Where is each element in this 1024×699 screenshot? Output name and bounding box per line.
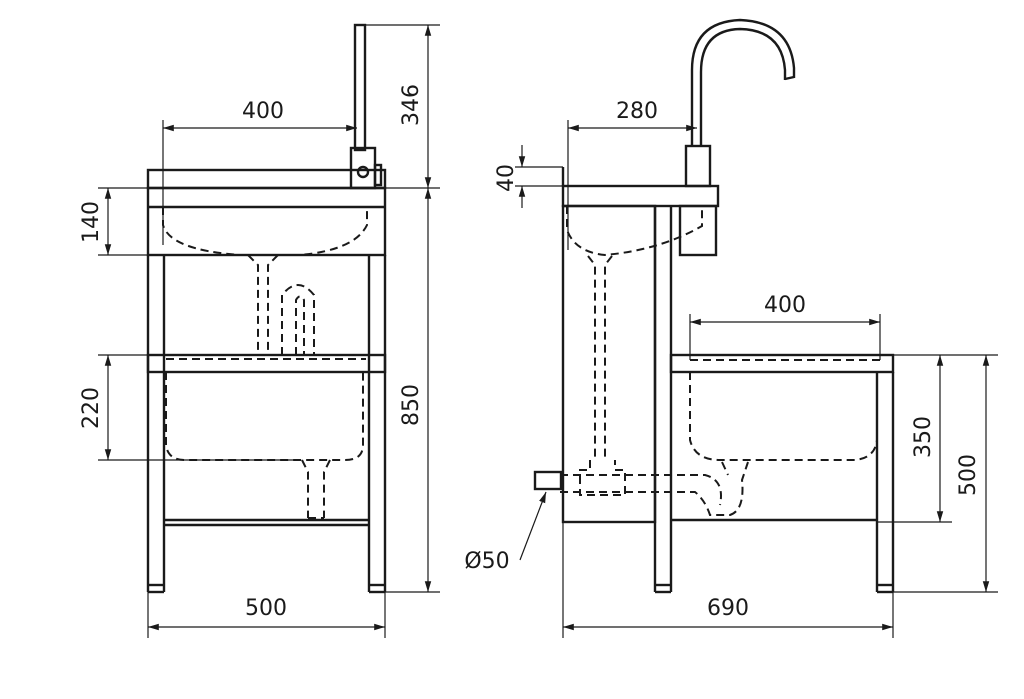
dim-drain-diameter: Ø50 bbox=[464, 549, 509, 574]
dim-faucet-height: 346 bbox=[399, 84, 424, 126]
dim-lower-basin-width: 400 bbox=[764, 293, 806, 318]
dim-faucet-reach: 280 bbox=[616, 99, 658, 124]
drain-outlet bbox=[533, 470, 563, 491]
dim-lower-basin-depth: 350 bbox=[911, 416, 936, 458]
dim-lower-basin-depth: 220 bbox=[79, 387, 104, 429]
upper-drain-hidden bbox=[247, 254, 315, 355]
side-upper-basin-hidden bbox=[566, 206, 703, 257]
front-view: 400 346 850 140 220 500 bbox=[79, 23, 440, 638]
lower-drain-hidden bbox=[301, 459, 331, 519]
front-left-leg bbox=[146, 255, 166, 594]
front-faucet bbox=[349, 23, 383, 190]
side-basin-box bbox=[678, 204, 718, 257]
dim-depth: 690 bbox=[707, 596, 749, 621]
side-upper-rim bbox=[561, 184, 720, 208]
lower-basin-hidden bbox=[165, 358, 366, 461]
dim-basin-width: 400 bbox=[242, 99, 284, 124]
dim-total-height: 850 bbox=[399, 384, 424, 426]
upper-basin-hidden bbox=[162, 207, 368, 256]
side-lower-basin-hidden bbox=[689, 359, 880, 461]
dim-width: 500 bbox=[245, 596, 287, 621]
front-right-leg bbox=[367, 255, 387, 594]
side-lower-shelf bbox=[669, 353, 895, 374]
side-drain-hidden bbox=[560, 255, 749, 516]
side-view: 280 40 400 350 500 690 Ø50 bbox=[464, 18, 998, 638]
side-rear-leg bbox=[875, 372, 895, 594]
middle-shelf bbox=[146, 353, 387, 374]
side-faucet bbox=[684, 18, 796, 188]
upper-basin-box bbox=[146, 186, 387, 257]
upper-rim bbox=[146, 168, 387, 190]
side-front-leg bbox=[653, 206, 673, 594]
dim-upper-basin-depth: 140 bbox=[79, 201, 104, 243]
dim-rim-height: 40 bbox=[494, 164, 519, 192]
dim-lower-height: 500 bbox=[956, 454, 981, 496]
